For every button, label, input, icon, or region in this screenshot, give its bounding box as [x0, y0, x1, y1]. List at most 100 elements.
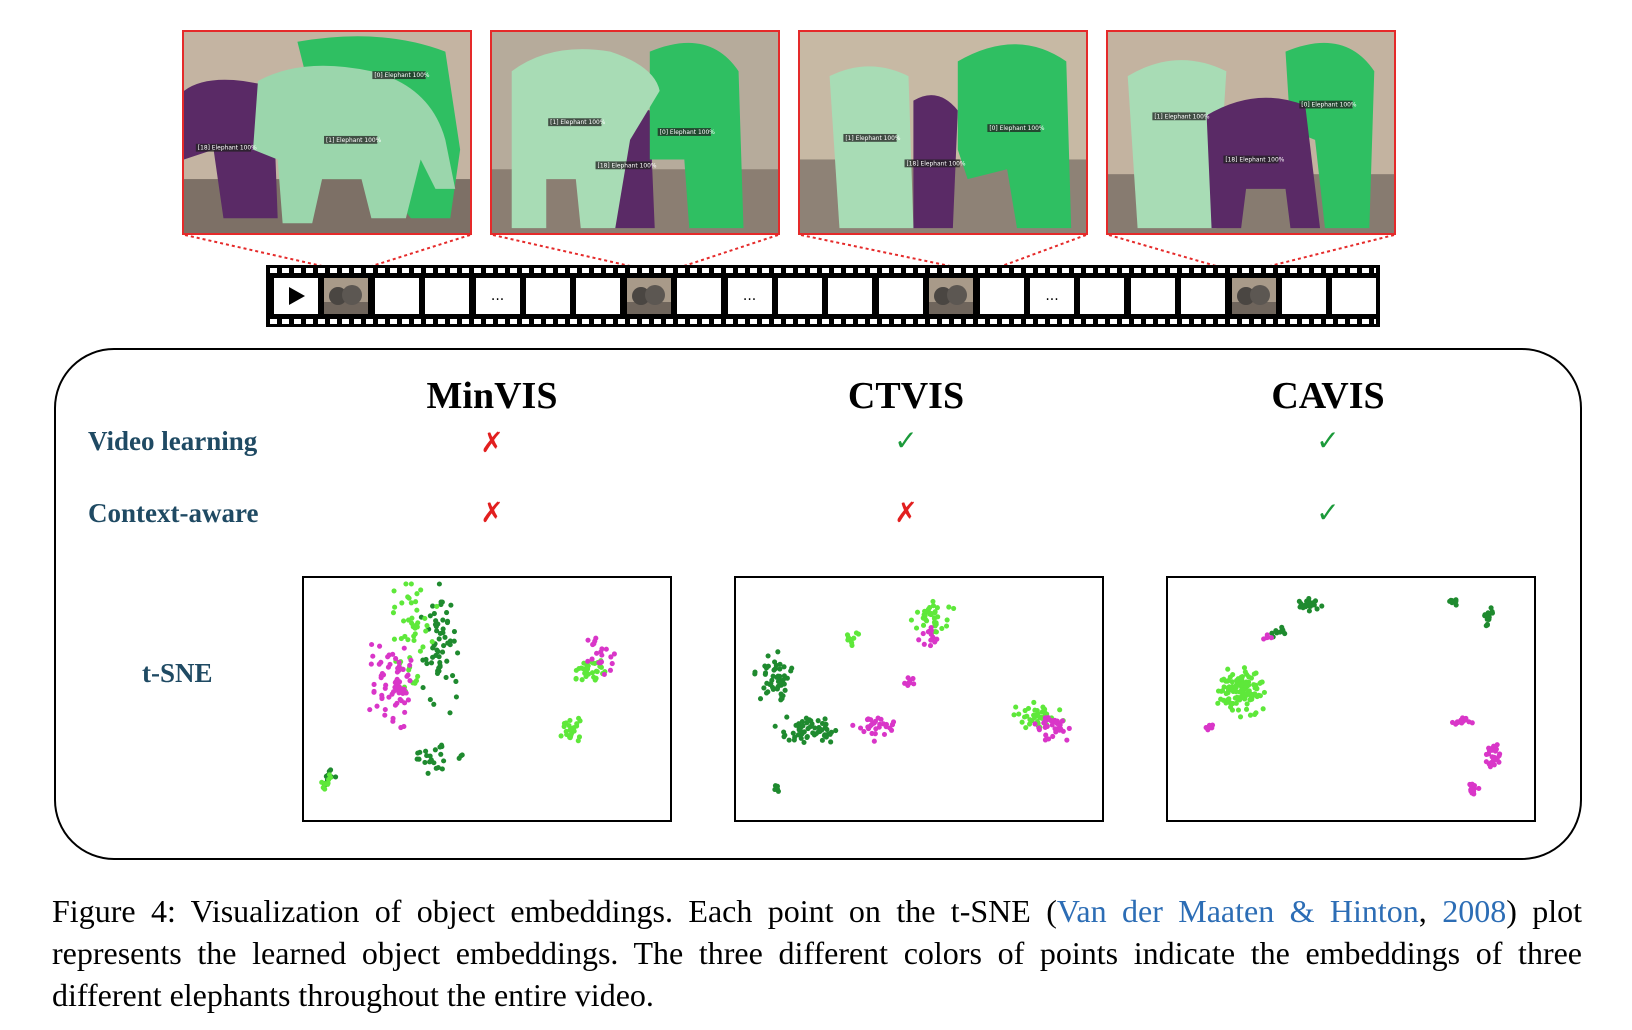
- video-filmstrip: .........: [266, 265, 1380, 327]
- embedding-point: [798, 728, 804, 734]
- embedding-point: [425, 770, 431, 776]
- mask-label: [0] Elephant 100%: [660, 130, 716, 136]
- empty-frame: [526, 278, 570, 314]
- embedding-point: [447, 642, 453, 648]
- embedding-point: [770, 686, 776, 692]
- video-frame-3: [1] Elephant 100% [18] Elephant 100% [0]…: [798, 30, 1088, 235]
- embedding-point: [1044, 723, 1050, 730]
- embedding-point: [784, 714, 790, 720]
- embedding-point: [789, 665, 795, 671]
- embedding-point: [1454, 719, 1460, 725]
- embedding-point: [437, 659, 443, 666]
- embedding-point: [408, 581, 414, 587]
- cross-icon: ✗: [480, 496, 504, 529]
- empty-frame: [878, 278, 923, 314]
- tsne-scatter: [1203, 596, 1503, 797]
- embedding-point: [611, 651, 617, 657]
- embedding-point: [597, 660, 603, 666]
- embedding-point: [401, 645, 407, 651]
- embedding-point: [413, 599, 419, 605]
- embedding-point: [401, 723, 407, 730]
- embedding-point: [908, 617, 914, 623]
- embedding-point: [913, 625, 920, 631]
- embedding-point: [1046, 736, 1052, 742]
- embedding-point: [922, 608, 928, 614]
- citation-link[interactable]: 2008: [1442, 893, 1507, 929]
- film-perforations: [270, 319, 1376, 324]
- embedding-point: [437, 664, 443, 670]
- embedding-point: [752, 671, 758, 677]
- embedding-point: [433, 618, 439, 624]
- embedding-point: [401, 618, 407, 624]
- embedding-point: [392, 604, 398, 610]
- embedding-point: [944, 617, 950, 623]
- embedding-point: [439, 766, 445, 772]
- embedding-point: [406, 595, 412, 601]
- embedding-point: [333, 774, 339, 780]
- embedding-point: [1060, 728, 1066, 734]
- frame-thumbnail: [1231, 278, 1276, 314]
- embedding-point: [407, 678, 413, 684]
- embedding-point: [418, 587, 424, 593]
- embedding-point: [924, 618, 930, 624]
- row-label-tsne: t-SNE: [142, 658, 213, 688]
- embedding-point: [405, 617, 412, 623]
- embedding-point: [1483, 612, 1489, 618]
- embedding-point: [594, 668, 600, 675]
- embedding-point: [370, 653, 376, 659]
- embedding-point: [427, 613, 433, 619]
- figure-caption: Figure 4: Visualization of object embedd…: [52, 890, 1582, 1016]
- empty-frame: [677, 278, 722, 314]
- embedding-point: [828, 739, 834, 745]
- embedding-point: [393, 656, 399, 662]
- embedding-point: [423, 748, 429, 754]
- embedding-point: [328, 767, 334, 773]
- embedding-point: [408, 657, 414, 663]
- embedding-point: [609, 661, 615, 667]
- embedding-point: [1459, 720, 1465, 726]
- embedding-point: [444, 620, 451, 626]
- embedding-point: [920, 631, 926, 637]
- embedding-point: [1206, 722, 1212, 728]
- embedding-point: [877, 721, 883, 727]
- embedding-point: [608, 654, 614, 660]
- embedding-point: [764, 680, 770, 686]
- embedding-point: [398, 636, 404, 642]
- embedding-point: [1226, 684, 1232, 690]
- embedding-point: [1311, 602, 1317, 608]
- embedding-point: [822, 716, 828, 722]
- play-icon[interactable]: [274, 278, 318, 314]
- embedding-point: [607, 667, 614, 673]
- embedding-point: [437, 630, 443, 637]
- cross-icon: ✗: [894, 496, 918, 529]
- embedding-point: [434, 603, 440, 609]
- embedding-point: [391, 636, 397, 642]
- frame-thumbnail: [929, 278, 974, 314]
- citation-link[interactable]: Van der Maaten & Hinton: [1056, 893, 1419, 929]
- mask-label: [1] Elephant 100%: [1154, 114, 1210, 120]
- embedding-point: [798, 735, 804, 741]
- tsne-plot-cavis: [1166, 576, 1536, 822]
- embedding-point: [1306, 608, 1312, 614]
- embedding-point: [777, 661, 783, 667]
- embedding-point: [801, 739, 807, 745]
- embedding-point: [414, 591, 420, 597]
- empty-frame: [979, 278, 1024, 314]
- embedding-point: [1319, 603, 1325, 609]
- embedding-point: [440, 617, 446, 623]
- embedding-point: [865, 716, 871, 722]
- embedding-point: [1223, 691, 1229, 697]
- empty-frame: [1181, 278, 1226, 314]
- embedding-point: [573, 676, 579, 682]
- embedding-point: [1223, 700, 1229, 706]
- embedding-point: [928, 612, 934, 618]
- caption-text: ,: [1418, 893, 1443, 929]
- embedding-point: [1059, 718, 1065, 724]
- embedding-point: [436, 636, 442, 642]
- embedding-point: [932, 609, 938, 615]
- empty-frame: [1080, 278, 1125, 314]
- embedding-point: [1016, 711, 1022, 717]
- embedding-point: [396, 690, 402, 696]
- embedding-point: [1261, 689, 1267, 695]
- check-icon: ✓: [1316, 424, 1340, 457]
